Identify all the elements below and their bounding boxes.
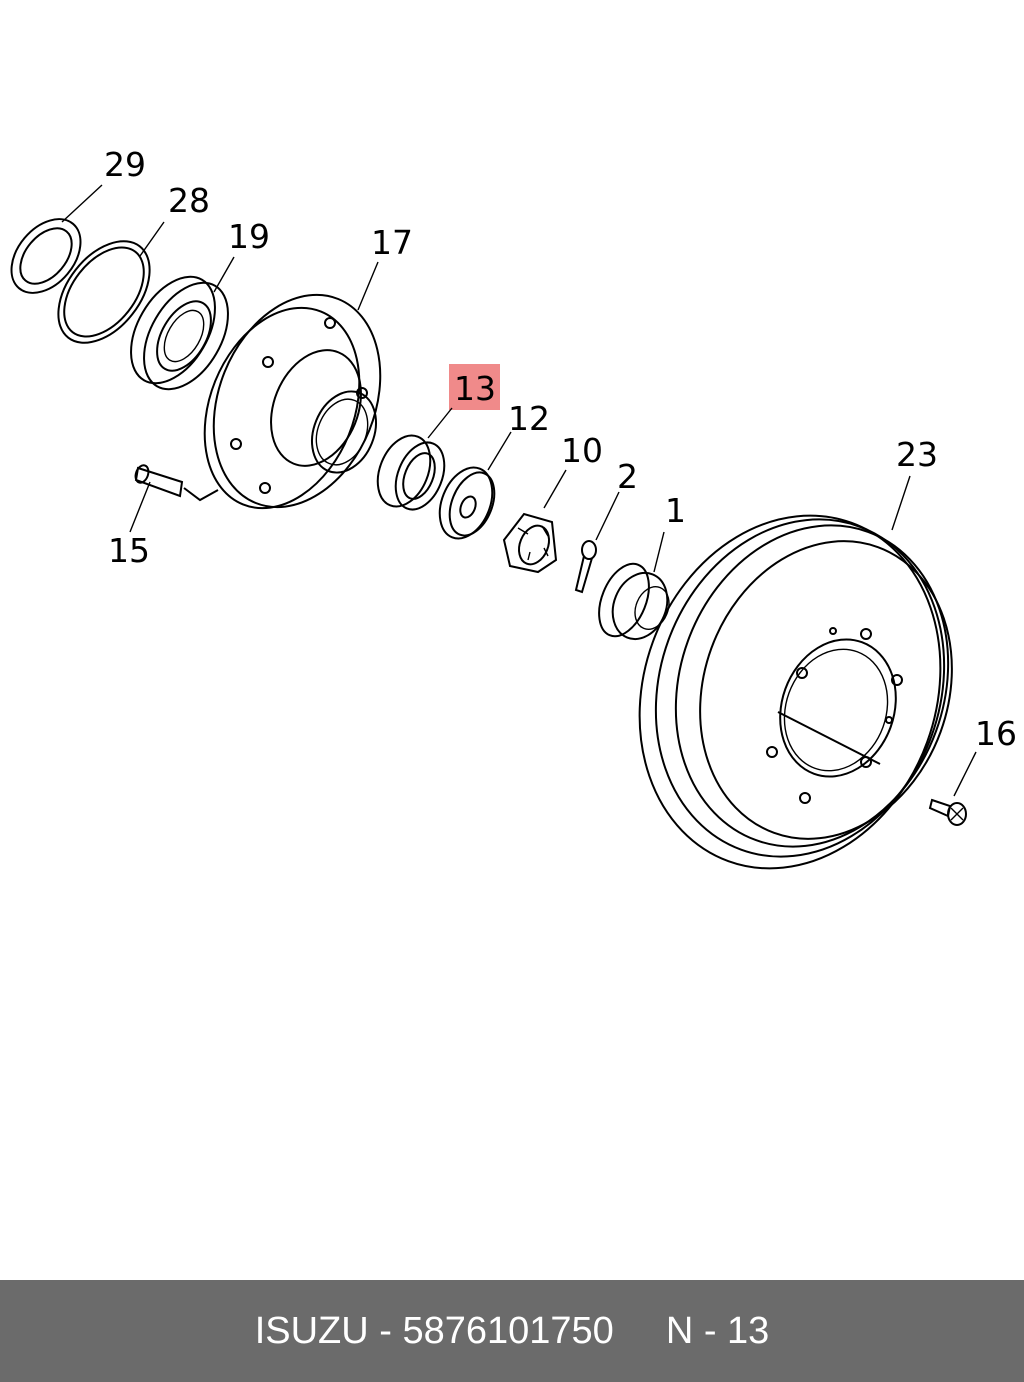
part-1-cap	[598, 562, 670, 640]
part-13-bearing	[376, 434, 446, 511]
callout-12: 12	[508, 399, 550, 438]
callout-17: 17	[371, 223, 413, 262]
part-15-stud	[134, 464, 219, 502]
footer-diagram-ref: N - 13	[665, 1309, 770, 1352]
callout-10: 10	[561, 431, 603, 470]
part-28-ring	[57, 240, 151, 344]
callout-16: 16	[975, 714, 1017, 753]
callout-15: 15	[108, 531, 150, 570]
part-17-hub	[203, 293, 382, 510]
part-16-screw	[928, 798, 967, 826]
part-2-cotter-pin	[574, 540, 597, 594]
footer-bar: ISUZU - 5876101750 N - 13	[0, 1280, 1024, 1382]
callout-2: 2	[617, 457, 638, 496]
exploded-parts-diagram: 29 28 19 17 13 12 10 2 1 23 16 15	[10, 145, 1017, 870]
callout-1: 1	[665, 491, 686, 530]
part-23-brake-drum	[638, 514, 953, 870]
callout-13-highlight	[449, 364, 500, 410]
callout-19: 19	[228, 217, 270, 256]
footer-brand-part-number: ISUZU - 5876101750	[254, 1309, 614, 1352]
leader-lines	[61, 184, 977, 797]
part-19-bearing	[130, 275, 229, 391]
part-29-seal	[10, 218, 82, 294]
callout-28: 28	[168, 181, 210, 220]
callout-29: 29	[104, 145, 146, 184]
callout-23: 23	[896, 435, 938, 474]
part-10-castle-nut	[502, 512, 558, 574]
callout-13: 13	[454, 369, 496, 408]
part-12-washer	[438, 466, 496, 540]
